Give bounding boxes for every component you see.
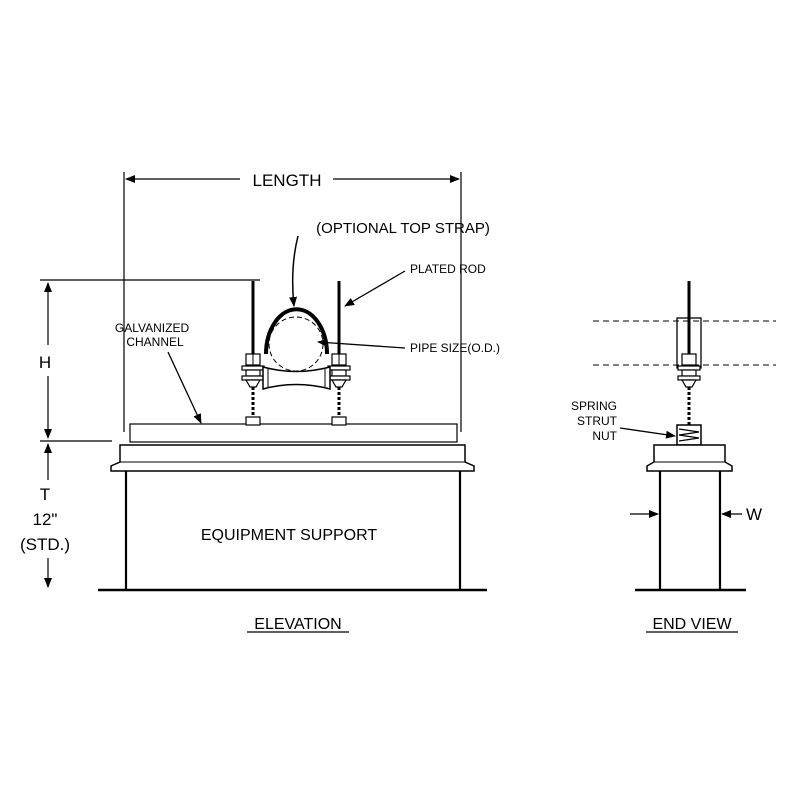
pipe-size-label: PIPE SIZE(O.D.) [410, 341, 500, 355]
optional-top-strap-callout: (OPTIONAL TOP STRAP) [289, 220, 490, 307]
strut-spool [262, 366, 331, 390]
spring-strut-nut-callout: SPRING STRUT NUT [571, 399, 676, 443]
elevation-title: ELEVATION [254, 616, 341, 633]
w-dimension: W [630, 505, 762, 524]
end-view: W SPRING STRUT NUT END VIEW [571, 281, 776, 633]
t-dimension: T 12" (STD.) [20, 443, 70, 588]
end-view-title: END VIEW [652, 616, 732, 633]
optional-top-strap-label: (OPTIONAL TOP STRAP) [316, 220, 490, 237]
end-channel [646, 444, 733, 472]
galvanized-label: GALVANIZED [115, 321, 190, 335]
plated-rod-label: PLATED ROD [410, 262, 486, 276]
t-standard-note: (STD.) [20, 535, 70, 554]
elevation-title-group: ELEVATION [247, 616, 349, 633]
elevation-view: LENGTH H T 12" (STD.) [20, 171, 500, 633]
spring-strut-nut [676, 424, 702, 446]
equipment-support-label: EQUIPMENT SUPPORT [201, 527, 378, 544]
pipe-size-callout: PIPE SIZE(O.D.) [317, 338, 500, 355]
strut-label: STRUT [577, 414, 618, 428]
w-label: W [746, 505, 762, 524]
right-nut-assembly [327, 353, 351, 388]
channel-label: CHANNEL [126, 335, 184, 349]
length-label: LENGTH [253, 171, 322, 190]
spring-label: SPRING [571, 399, 617, 413]
pipe-outline [268, 316, 324, 372]
t-label: T [40, 485, 50, 504]
nut-label: NUT [592, 429, 617, 443]
plated-rod-callout: PLATED ROD [344, 262, 486, 307]
galvanized-channel [110, 423, 475, 472]
end-nut-assembly [677, 353, 701, 388]
top-strap [264, 307, 329, 355]
end-view-title-group: END VIEW [646, 616, 738, 633]
left-nut-assembly [241, 353, 265, 388]
length-dimension: LENGTH [123, 171, 462, 432]
h-label: H [39, 353, 51, 372]
h-dimension: H [39, 279, 260, 442]
equipment-support: EQUIPMENT SUPPORT [98, 471, 487, 592]
t-dimension-value: 12" [33, 510, 58, 529]
plated-rods [245, 281, 347, 426]
galvanized-channel-callout: GALVANIZED CHANNEL [115, 321, 202, 424]
